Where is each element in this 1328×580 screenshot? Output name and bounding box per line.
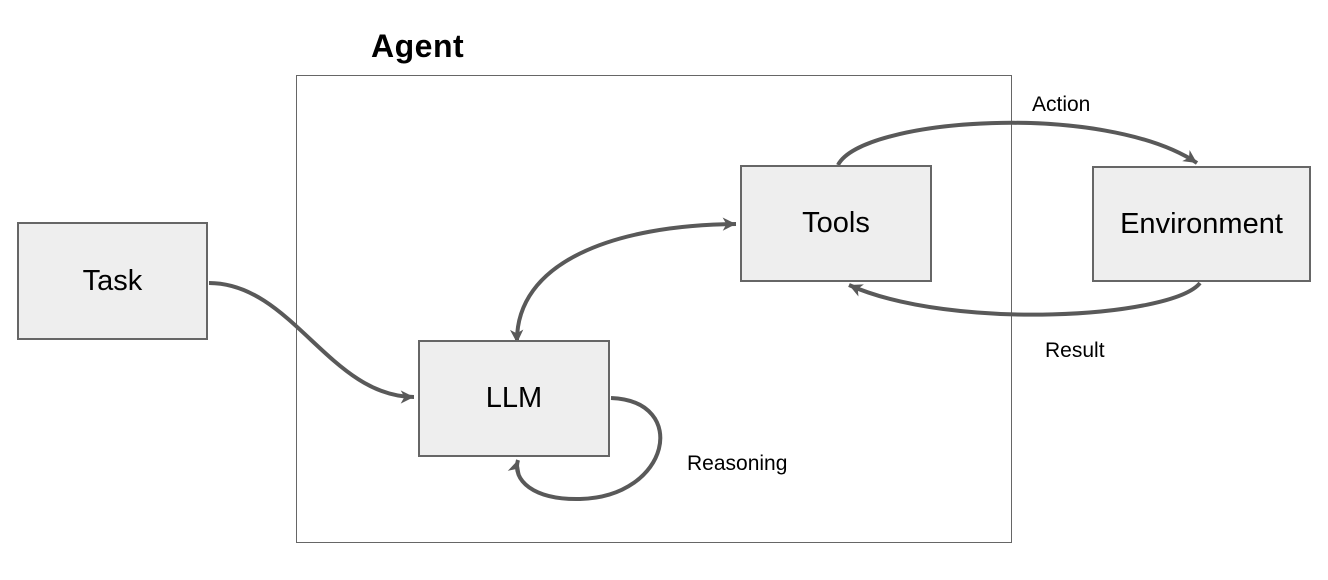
edge-label-action: Action xyxy=(1032,93,1091,116)
diagram-title: Agent xyxy=(371,28,465,64)
node-task: Task xyxy=(17,222,208,340)
node-llm-label: LLM xyxy=(485,382,543,414)
edge-label-reasoning: Reasoning xyxy=(687,452,788,475)
node-tools-label: Tools xyxy=(802,207,870,239)
node-task-label: Task xyxy=(82,264,143,297)
node-llm: LLM xyxy=(418,340,610,457)
node-tools: Tools xyxy=(740,165,932,282)
node-environment-label: Environment xyxy=(1120,207,1283,240)
node-environment: Environment xyxy=(1092,166,1311,282)
edge-label-result: Result xyxy=(1045,339,1105,362)
agent-boundary-box xyxy=(296,75,1012,543)
